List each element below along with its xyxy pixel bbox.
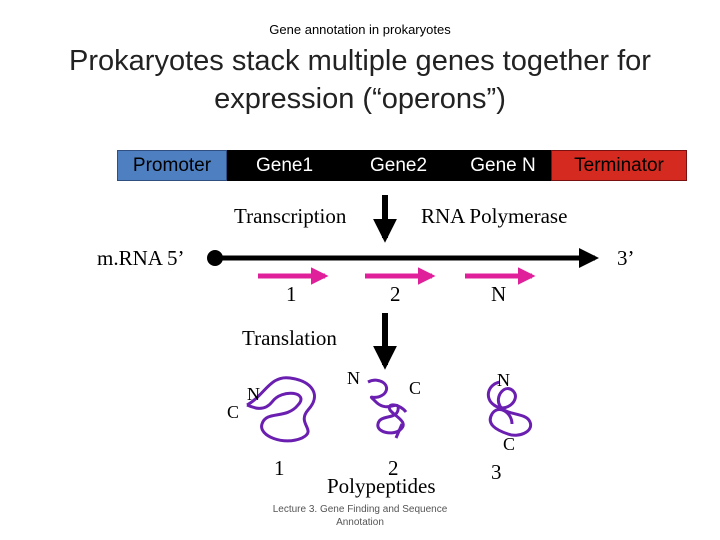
gene2-segment: Gene2: [342, 150, 455, 181]
mrna-gene1-number: 1: [286, 282, 297, 306]
polypeptide-1-number: 1: [274, 456, 285, 480]
polypeptide-2-number: 2: [388, 456, 399, 480]
polypeptide-3-c-terminus: C: [503, 434, 516, 454]
polypeptide-1-squiggle: [246, 376, 316, 443]
gene1-segment: Gene1: [227, 150, 342, 181]
polypeptide-2-tail: [394, 423, 404, 439]
mrna-gene-n-number: N: [491, 282, 507, 306]
polypeptide-2-n-terminus: N: [347, 368, 360, 388]
slide-title: Prokaryotes stack multiple genes togethe…: [0, 42, 720, 118]
translation-label: Translation: [242, 326, 337, 350]
polypeptide-3-squiggle: [486, 380, 533, 437]
title-line-1: Prokaryotes stack multiple genes togethe…: [69, 45, 651, 77]
polypeptide-3-n-terminus: N: [497, 370, 510, 390]
gene-n-segment: Gene N: [455, 150, 551, 181]
mrna-gene2-number: 2: [390, 282, 401, 306]
mrna-3-prime-label: 3’: [617, 246, 635, 270]
slide-header: Gene annotation in prokaryotes: [269, 22, 451, 37]
slide-footer: Lecture 3. Gene Finding and Sequence Ann…: [272, 504, 448, 528]
operon-gene-bar: Promoter Gene1 Gene2 Gene N Terminator: [117, 150, 687, 181]
title-line-2: expression (“operons”): [214, 83, 506, 115]
mrna-5-prime-label: m.RNA 5’: [97, 246, 185, 270]
terminator-segment: Terminator: [551, 150, 687, 181]
transcription-label: Transcription: [234, 204, 347, 228]
polypeptide-1-c-terminus: C: [227, 402, 240, 422]
polypeptides-label: Polypeptides: [327, 474, 436, 498]
polypeptide-1-n-terminus: N: [247, 384, 260, 404]
polypeptide-2-c-terminus: C: [409, 378, 422, 398]
rna-polymerase-label: RNA Polymerase: [421, 204, 568, 228]
polypeptide-2-squiggle: [367, 378, 408, 435]
polypeptide-3-number: 3: [491, 460, 502, 484]
promoter-segment: Promoter: [117, 150, 227, 181]
